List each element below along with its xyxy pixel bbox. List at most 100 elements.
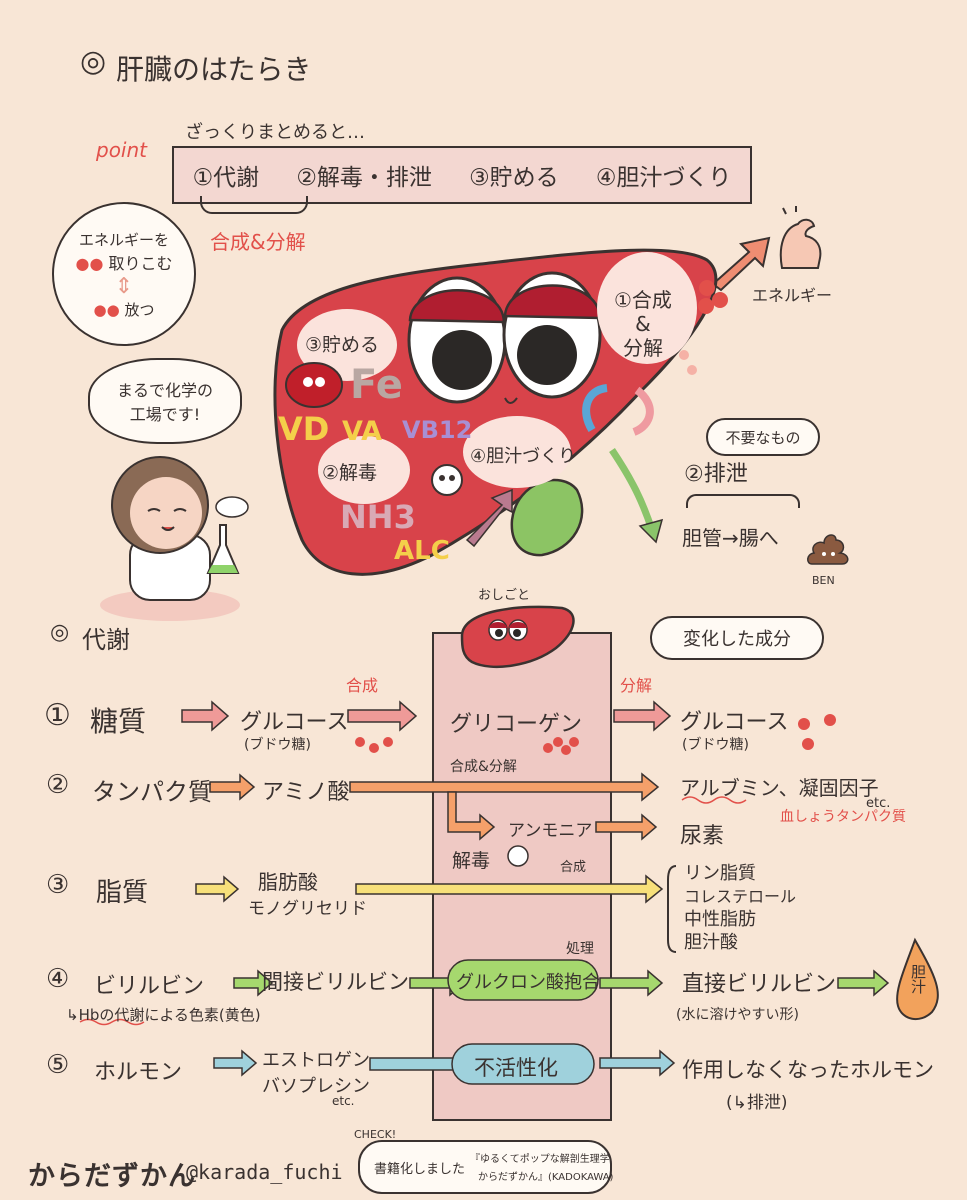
row-etc: etc. — [866, 796, 891, 811]
decomp-label: 分解 — [620, 676, 653, 695]
liver-illustration — [273, 248, 728, 576]
row-result: 作用しなくなったホルモン — [682, 1058, 934, 1082]
row-step1: アミノ酸 — [262, 780, 350, 805]
row-center-note: 合成&分解 — [450, 759, 517, 775]
synth-label: 合成 — [346, 676, 379, 695]
book-bubble: 書籍化しました 『ゆるくてポップな解剖生理学 からだずかん』(KADOKAWA) — [358, 1140, 614, 1194]
row-sub-mid: アンモニア — [508, 821, 593, 841]
row-result-item: 中性脂肪 — [684, 909, 756, 930]
row-name: ビリルビン — [94, 974, 205, 999]
summary-item: ①代謝 — [192, 165, 260, 191]
author-handle: @karada_fuchi — [186, 1160, 343, 1184]
stored-vitamin-d: VD — [278, 410, 330, 448]
row-result-sub: (↳排泄) — [726, 1093, 788, 1113]
summary-brace — [200, 196, 308, 214]
work-label: おしごと — [478, 588, 531, 603]
summary-box: ①代謝 ②解毒・排泄 ③貯める ④胆汁づくり — [172, 146, 752, 204]
liver-synth-label: ①合成&分解 — [614, 288, 672, 360]
row-center: 不活性化 — [474, 1056, 558, 1080]
check-label: CHECK! — [354, 1128, 397, 1141]
mascot-name: BEN — [812, 574, 835, 587]
liver-mascot-icon — [460, 605, 575, 669]
row-process-note: 処理 — [566, 941, 594, 957]
title-icon: ◎ — [80, 44, 107, 79]
row-result-item: 胆汁酸 — [684, 932, 738, 953]
unneeded-bubble: 不要なもの — [706, 418, 820, 456]
bubble-text: 工場です! — [129, 405, 201, 424]
row-result: グルコース — [680, 710, 789, 735]
bubble-text: ●● 放つ — [93, 300, 155, 319]
row-result-sub: (ブドウ糖) — [682, 737, 749, 753]
brand-logo: からだずかん — [28, 1161, 196, 1192]
stored-vitamin-a: VA — [342, 416, 382, 447]
liver-bile-label: ④胆汁づくり — [470, 446, 577, 467]
row-synth2: 合成 — [560, 860, 587, 875]
point-label: point — [96, 138, 148, 162]
summary-sub: 合成&分解 — [210, 230, 306, 254]
row-step1-sub: バソプレシン — [262, 1076, 370, 1097]
row-result-sub: (水に溶けやすい形) — [676, 1007, 799, 1023]
excrete-label: ②排泄 — [684, 462, 748, 487]
row-detox: 解毒 — [452, 850, 491, 872]
liver-store-label: ③貯める — [305, 334, 380, 356]
bubble-text: まるで化学の — [116, 381, 213, 400]
row-result-item: リン脂質 — [684, 863, 756, 884]
summary-item: ②解毒・排泄 — [296, 165, 432, 191]
toxin-alcohol: ALC — [394, 536, 450, 566]
book-text: からだずかん』(KADOKAWA) — [478, 1172, 614, 1183]
summary-item: ④胆汁づくり — [595, 165, 732, 191]
excrete-brace — [686, 494, 800, 508]
metabolism-heading: 代謝 — [82, 626, 130, 654]
metabolism-icon: ◎ — [50, 620, 70, 645]
stored-vitamin-b12: VB12 — [402, 416, 473, 444]
book-text: 書籍化しました — [374, 1162, 466, 1177]
row-step1: 脂肪酸 — [258, 870, 318, 894]
liver-detox-label: ②解毒 — [322, 462, 378, 484]
book-text: 『ゆるくてポップな解剖生理学 — [470, 1154, 610, 1165]
changed-components-bubble: 変化した成分 — [650, 616, 824, 660]
excrete-route: 胆管→腸へ — [682, 526, 779, 550]
row-result: 直接ビリルビン — [682, 972, 837, 997]
energy-bubble: エネルギーを ●● 取りこむ ⇕ ●● 放つ — [52, 202, 196, 346]
row-etc: etc. — [332, 1094, 355, 1108]
row-step1: 間接ビリルビン — [262, 970, 409, 994]
energy-arrow-icon — [711, 236, 771, 292]
row-name: 糖質 — [90, 705, 147, 738]
row-center: グルクロン酸抱合 — [456, 972, 600, 993]
poop-mascot-icon — [807, 534, 849, 565]
row-step1: エストロゲン — [262, 1050, 370, 1071]
toxin-ammonia: NH3 — [340, 498, 416, 536]
row-result: アルブミン、凝固因子 — [680, 776, 879, 800]
energy-label: エネルギー — [752, 286, 833, 305]
bubble-text: ●● 取りこむ — [75, 253, 173, 273]
page-title: 肝臓のはたらき — [116, 53, 312, 86]
bubble-text: エネルギーを — [78, 230, 169, 249]
row-results: リン脂質 コレステロール 中性脂肪 胆汁酸 — [684, 862, 796, 954]
unneeded-text: 不要なもの — [725, 428, 801, 447]
changed-components-label: 変化した成分 — [683, 629, 791, 650]
row-result-note: 血しょうタンパク質 — [780, 809, 906, 825]
row-step1: グルコース — [240, 710, 349, 735]
muscle-arm-icon — [779, 206, 822, 269]
exchange-arrow-icon: ⇕ — [114, 273, 134, 299]
row-sub-result: 尿素 — [680, 824, 725, 849]
row-result-item: コレステロール — [684, 887, 797, 906]
row-number: ⑤ — [46, 1050, 70, 1080]
summary-item: ③貯める — [469, 165, 559, 191]
row-number: ③ — [46, 870, 70, 900]
row-name: 脂質 — [96, 878, 149, 908]
row-center: グリコーゲン — [450, 712, 583, 737]
row-name: タンパク質 — [92, 778, 212, 806]
row-number: ④ — [46, 964, 70, 994]
intro-text: ざっくりまとめると… — [185, 122, 365, 143]
row-number: ① — [44, 698, 71, 733]
factory-bubble: まるで化学の 工場です! — [88, 358, 242, 444]
row-step1-sub: (ブドウ糖) — [244, 737, 311, 753]
row-step1-sub: モノグリセリド — [248, 899, 367, 919]
scientist-illustration — [100, 456, 249, 621]
stored-iron: Fe — [350, 362, 403, 408]
row-number: ② — [46, 770, 70, 800]
row-note: ↳Hbの代謝による色素(黄色) — [66, 1006, 261, 1024]
bile-drop-label: 胆汁 — [909, 964, 927, 994]
row-name: ホルモン — [94, 1060, 183, 1085]
